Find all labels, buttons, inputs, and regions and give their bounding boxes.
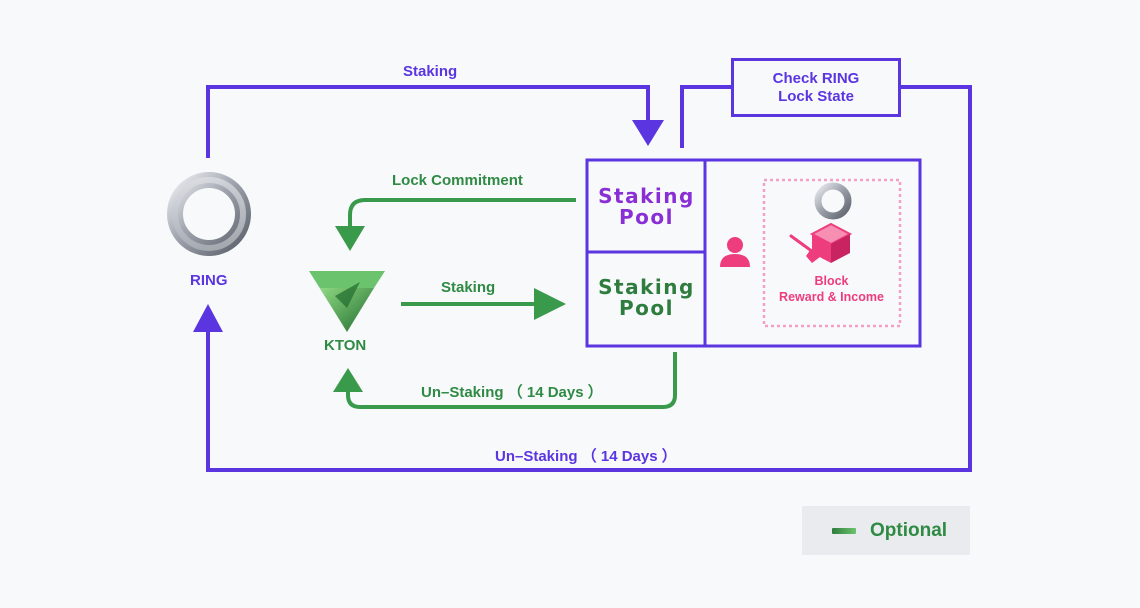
kton-staking-label: Staking — [441, 279, 496, 296]
check-ring-lock-state-box: Check RING Lock State — [731, 58, 901, 117]
staking-pool-kton-line1: Staking — [598, 275, 695, 299]
staking-pool-ring-line1: Staking — [598, 184, 695, 208]
ring-staking-label: Staking — [403, 63, 458, 80]
legend: Optional — [802, 506, 970, 555]
staking-pool-kton-label: Staking Pool — [589, 277, 704, 319]
optional-legend-label: Optional — [870, 519, 948, 541]
kton-unstaking-label: Un–Staking （ 14 Days ） — [421, 384, 603, 401]
ring-label: RING — [190, 272, 228, 289]
lock-commitment-arrow — [335, 198, 576, 251]
staking-pool-kton-line2: Pool — [619, 296, 674, 320]
kton-unstaking-arrow — [333, 352, 677, 409]
check-ring-line1: Check RING — [772, 69, 860, 87]
block-reward-line2: Reward & Income — [779, 290, 884, 304]
reward-area — [762, 178, 902, 328]
staking-pool-kton-box — [585, 250, 707, 348]
ring-coin-icon — [167, 172, 251, 256]
optional-legend-swatch — [832, 527, 856, 534]
ring-staking-arrow — [206, 85, 664, 158]
user-icon — [720, 237, 750, 267]
staking-pool-ring-label: Staking Pool — [589, 186, 704, 228]
check-ring-line2: Lock State — [778, 87, 854, 105]
shovel-block-icon — [789, 222, 853, 263]
ring-coin-small-icon — [814, 182, 852, 220]
staking-pool-ring-line2: Pool — [619, 205, 674, 229]
kton-staking-arrow — [401, 288, 566, 320]
block-reward-label: Block Reward & Income — [763, 273, 900, 305]
ring-unstaking-arrow — [193, 85, 972, 472]
ring-unstaking-label: Un–Staking （ 14 Days ） — [495, 448, 677, 465]
block-reward-line1: Block — [814, 274, 849, 288]
lock-commitment-label: Lock Commitment — [392, 172, 523, 189]
kton-label: KTON — [324, 337, 367, 354]
kton-gem-icon — [309, 271, 385, 332]
